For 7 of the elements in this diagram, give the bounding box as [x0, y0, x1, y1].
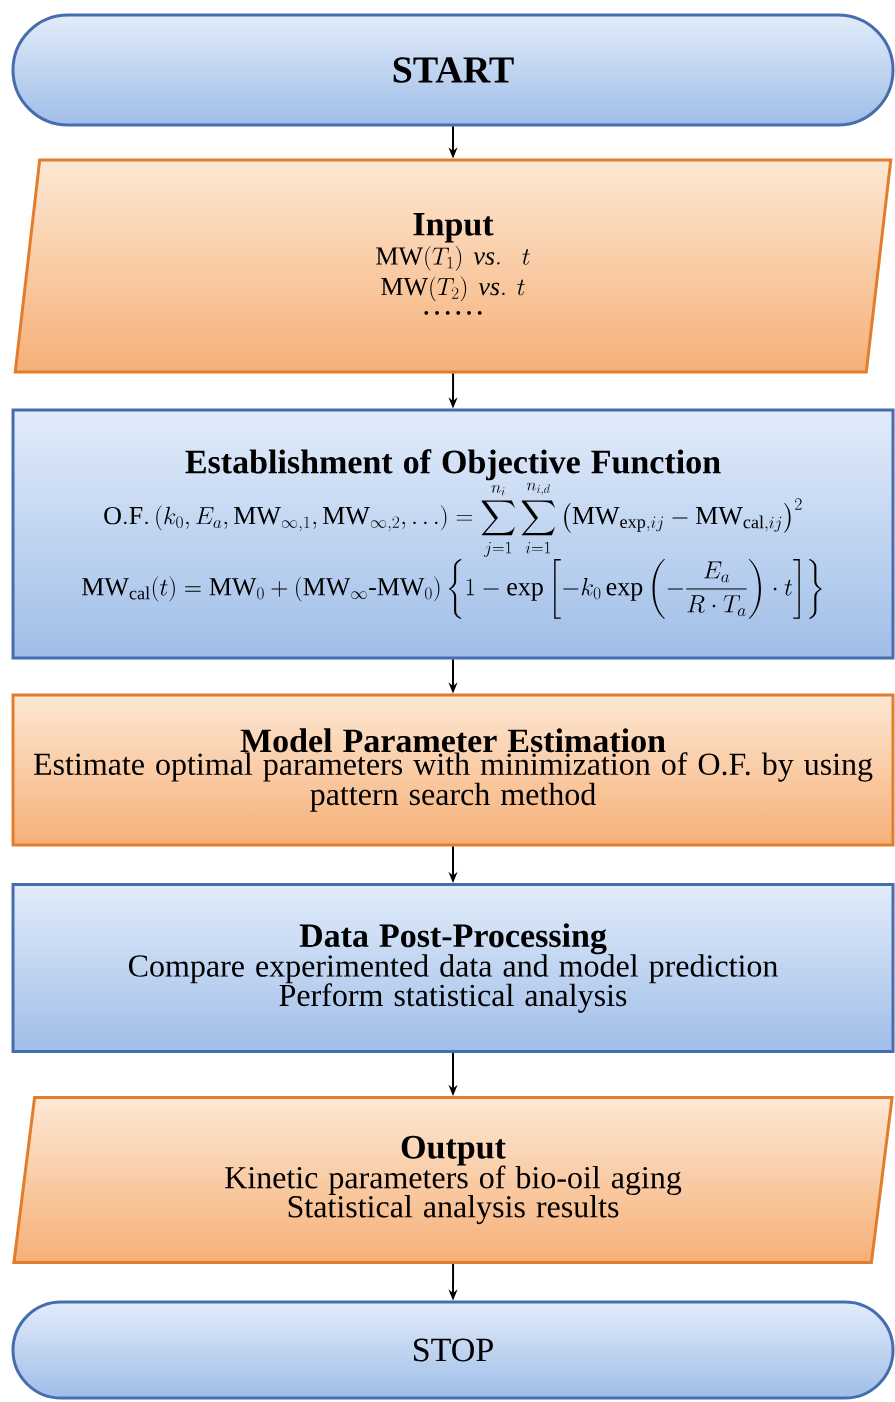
terminal-box: START	[11, 13, 895, 127]
process-box: Model Parameter Estimation Estimate optimal parameters with minimization of O.F. by using pattern search method	[11, 693, 895, 847]
input-output-parallelogram: Output Kinetic parameters of bio-oil aging Statistical analysis results	[12, 1096, 894, 1264]
input-output-parallelogram: Input $\mathrm{MW}(T_1)\ \mathit{vs.}\ \ t$ $\mathrm{MW}(T_2)\ \mathit{vs.}\ t$ ……	[13, 158, 893, 374]
process-box: Data Post-Processing Compare experimented data and model prediction Perform statistical analysis	[11, 883, 895, 1053]
terminal-box: STOP	[11, 1300, 895, 1400]
process-box: Establishment of Objective Function $\mathrm{O.F.}\left(k_0, E_a, \mathrm{MW}_{\infty,1}, \mathrm{MW}_{\infty,2},\ldots\right)=\sum_{j=1}^{n_i}\sum_{i=1}^{n_{i,d}}\left(\mathrm{MW}_{\mathrm{exp},ij}-\mathrm{MW}_{\mathrm{cal},ij}\right)^2$ $\mathrm{MW}_{\mathrm{cal}}(t)=\mathrm{MW}_0+(\mathrm{MW}_\infty\text{-}\mathrm{MW}_0)\left\{1-\exp\left[-k_0\exp\left(-\frac{E_a}{R\cdot T_a}\right)\cdot t\right]\right\}$	[11, 408, 895, 660]
